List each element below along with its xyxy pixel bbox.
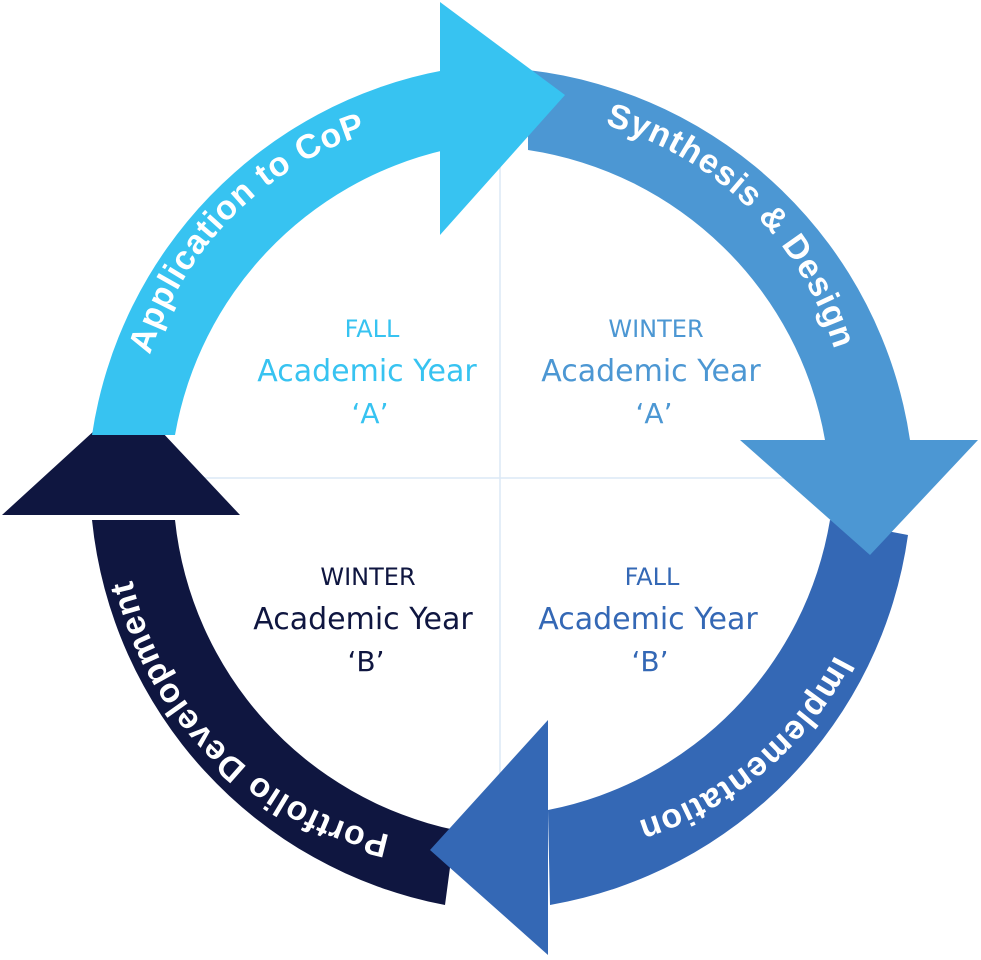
application-to-cop-arrowhead: [440, 2, 565, 235]
application-to-cop-arc: [92, 70, 445, 435]
quadrant-season: WINTER: [608, 315, 703, 343]
synthesis-design-arrow: [528, 70, 978, 555]
quadrant-year: ‘A’: [636, 397, 673, 430]
synthesis-design-arc: [528, 70, 910, 440]
implementation-arrowhead: [430, 720, 548, 955]
portfolio-development-arc: [92, 520, 455, 905]
quadrant-year: ‘B’: [347, 645, 384, 678]
quadrant-fall-year-b: FALL Academic Year ‘B’: [538, 563, 758, 678]
quadrant-title: Academic Year: [541, 354, 761, 389]
application-to-cop-arrow: [92, 2, 565, 435]
implementation-arrow: [430, 520, 908, 955]
quadrant-season: FALL: [625, 563, 680, 591]
quadrant-title: Academic Year: [257, 354, 477, 389]
quadrant-season: WINTER: [320, 563, 415, 591]
quadrant-year: ‘B’: [631, 645, 668, 678]
implementation-arc: [548, 520, 908, 905]
quadrant-winter-year-a: WINTER Academic Year ‘A’: [541, 315, 761, 430]
quadrant-season: FALL: [345, 315, 400, 343]
quadrant-fall-year-a: FALL Academic Year ‘A’: [257, 315, 477, 430]
portfolio-development-arrowhead: [2, 398, 240, 515]
quadrant-title: Academic Year: [253, 602, 473, 637]
quadrant-title: Academic Year: [538, 602, 758, 637]
quadrant-year: ‘A’: [352, 397, 389, 430]
quadrant-winter-year-b: WINTER Academic Year ‘B’: [253, 563, 473, 678]
portfolio-development-arrow: [2, 398, 455, 905]
synthesis-design-arrowhead: [740, 440, 978, 555]
quadrant-dividers: [175, 160, 830, 800]
